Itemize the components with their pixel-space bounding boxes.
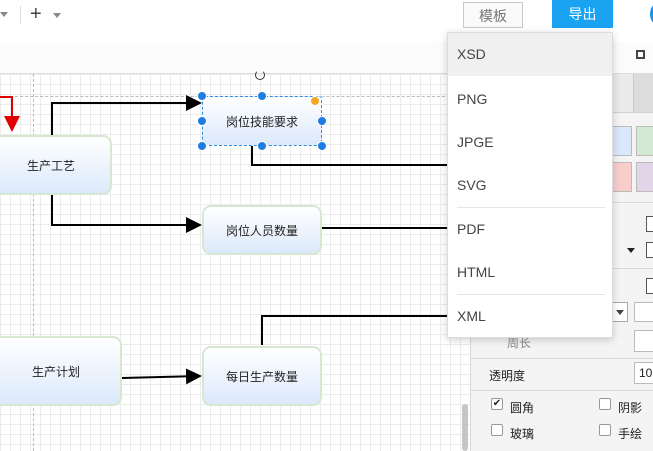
node-label: 岗位人员数量 [225,223,298,238]
rotate-handle-icon[interactable] [255,70,265,80]
perimeter-label: 周长 [507,336,532,350]
fullscreen-icon[interactable] [636,50,645,59]
chevron-down-icon[interactable] [0,12,8,17]
panel-checkbox[interactable] [646,216,653,232]
color-swatch-red[interactable] [612,162,632,192]
export-option-xsd[interactable]: XSD [448,33,612,76]
menu-divider [457,294,605,295]
node-daily-output[interactable]: 每日生产数量 [202,346,322,406]
export-button[interactable]: 导出 [552,0,613,28]
page-guide-vertical [33,74,34,451]
panel-divider [470,358,653,359]
toolbar-divider [20,6,21,24]
export-option-xml[interactable]: XML [457,308,486,324]
resize-handle[interactable] [197,141,207,151]
sketch-checkbox[interactable] [599,424,611,436]
node-label: 每日生产数量 [225,369,298,384]
node-post-staff-count[interactable]: 岗位人员数量 [202,205,322,255]
color-swatch-green[interactable] [636,126,653,156]
node-production-process[interactable]: 生产工艺 [0,135,112,195]
rounded-checkbox[interactable]: ✔ [491,398,503,410]
rounded-label: 圆角 [510,401,535,415]
export-option-png[interactable]: PNG [457,91,488,107]
line-style-chevron-icon[interactable] [616,310,624,315]
export-option-jpge[interactable]: JPGE [457,134,494,150]
node-production-plan[interactable]: 生产计划 [0,336,122,406]
perimeter-input[interactable] [634,330,653,352]
node-label: 生产工艺 [26,158,75,173]
export-option-pdf[interactable]: PDF [457,221,485,237]
resize-handle[interactable] [197,91,207,101]
shadow-checkbox[interactable] [599,398,611,410]
menu-divider [457,207,605,208]
resize-handle[interactable] [317,141,327,151]
opacity-input[interactable]: 10 [634,362,653,384]
resize-handle[interactable] [257,91,267,101]
panel-checkbox[interactable] [646,242,653,258]
node-label: 岗位技能要求 [225,114,298,129]
canvas-scrollbar[interactable] [462,404,468,451]
panel-checkbox[interactable] [646,278,653,294]
resize-handle[interactable] [197,116,207,126]
add-dropdown-chevron-icon[interactable] [53,13,61,18]
panel-dropdown-chevron-icon[interactable] [627,248,635,253]
color-swatch-purple[interactable] [636,162,653,192]
glass-checkbox[interactable] [491,424,503,436]
color-swatch-blue[interactable] [612,126,632,156]
export-option-html[interactable]: HTML [457,264,496,280]
node-label: 生产计划 [31,364,80,379]
corner-radius-handle[interactable] [310,96,320,106]
resize-handle[interactable] [257,141,267,151]
add-icon[interactable]: + [30,3,42,25]
export-option-svg[interactable]: SVG [457,177,487,193]
user-avatar[interactable] [650,2,653,26]
resize-handle[interactable] [317,116,327,126]
export-menu: XSD PNG JPGE SVG PDF HTML XML [447,32,613,338]
panel-divider [470,390,653,391]
glass-label: 玻璃 [510,427,535,441]
sketch-label: 手绘 [618,427,643,441]
opacity-label: 透明度 [489,369,526,383]
node-post-skill-requirements[interactable]: 岗位技能要求 [202,96,322,146]
line-width-input[interactable] [634,302,653,322]
format-panel-tab[interactable] [633,74,653,112]
shadow-label: 阴影 [618,401,643,415]
template-button[interactable]: 模板 [463,2,523,28]
